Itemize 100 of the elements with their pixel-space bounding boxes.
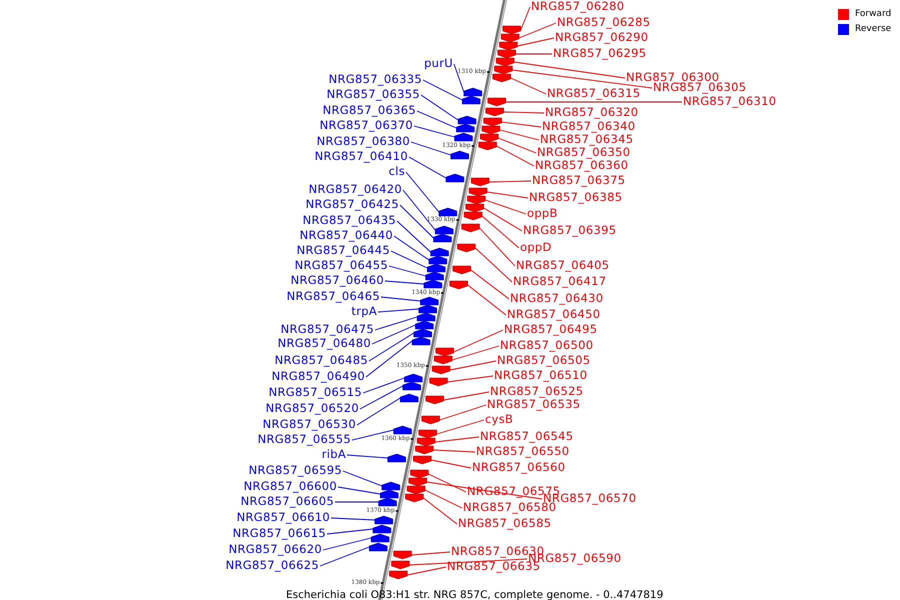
gene-glyph [478, 142, 497, 150]
gene-glyph [406, 486, 426, 494]
gene-label: NRG857_06380 [316, 134, 410, 148]
legend-label: Forward [855, 9, 892, 20]
gene-label: NRG857_06305 [653, 80, 746, 94]
leader-line [496, 146, 534, 166]
gene-glyph [413, 456, 432, 464]
gene-glyph [464, 88, 482, 96]
leader-line [322, 538, 372, 550]
leader-line [510, 78, 546, 94]
gene-label: NRG857_06515 [268, 386, 362, 398]
gene-label: NRG857_06460 [290, 274, 384, 286]
leader-line [356, 398, 401, 426]
gene-glyph [488, 98, 506, 106]
gene-glyph [391, 560, 410, 570]
gene-label: NRG857_06435 [302, 214, 396, 226]
leader-line [503, 112, 544, 114]
gene-glyph [402, 382, 421, 390]
gene-glyph [438, 208, 458, 216]
gene-glyph [370, 534, 390, 542]
gene-glyph [468, 188, 488, 196]
leader-line [402, 190, 436, 230]
gene-label: NRG857_06420 [308, 182, 402, 196]
leader-line [366, 340, 413, 378]
gene-glyph [410, 470, 429, 478]
leader-line [434, 436, 480, 442]
gene-glyph [428, 256, 448, 264]
gene-glyph [426, 396, 444, 404]
leader-line [414, 126, 455, 138]
gene-glyph [470, 178, 490, 186]
leader-line [443, 392, 490, 400]
leader-line [452, 346, 500, 360]
gene-label: NRG857_06545 [480, 430, 574, 442]
legend-label: Reverse [855, 24, 892, 35]
leader-line [408, 156, 446, 178]
leader-line [352, 430, 394, 440]
gene-glyph [480, 134, 499, 142]
gene-glyph [496, 58, 514, 66]
gene-label: NRG857_06615 [232, 526, 326, 540]
gene-glyph [416, 312, 436, 322]
gene-label: NRG857_06500 [500, 338, 594, 352]
leader-line [424, 490, 462, 508]
leader-line [346, 454, 388, 458]
gene-glyph [415, 446, 434, 454]
gene-label: trpA [351, 304, 377, 318]
gene-label: cls [388, 164, 405, 178]
gene-glyph [499, 42, 518, 50]
leader-line [432, 450, 476, 452]
gene-glyph [418, 304, 437, 314]
gene-glyph [430, 248, 449, 256]
gene-label: NRG857_06375 [532, 174, 626, 186]
gene-label: NRG857_06480 [278, 336, 371, 350]
gene-glyph [389, 570, 408, 580]
leader-line [388, 266, 426, 276]
gene-label: NRG857_06595 [248, 464, 342, 476]
gene-label: NRG857_06417 [513, 274, 606, 288]
gene-glyph [464, 212, 482, 220]
gene-glyph [368, 542, 388, 552]
leader-line [467, 284, 506, 316]
gene-label: NRG857_06300 [626, 70, 720, 84]
gene-label: NRG857_06290 [555, 30, 648, 44]
leader-line [453, 330, 504, 352]
gene-glyph [412, 336, 430, 346]
gene-glyph [434, 356, 452, 364]
gene-label: purU [424, 56, 453, 70]
gene-label: NRG857_06315 [547, 86, 640, 100]
gene-glyph [424, 280, 442, 288]
leader-line [411, 552, 450, 556]
gene-label: NRG857_06410 [314, 150, 408, 162]
gene-glyph [494, 66, 513, 74]
leader-line [483, 208, 522, 232]
gene-glyph [485, 108, 504, 116]
gene-glyph [418, 430, 437, 438]
gene-label: NRG857_06365 [322, 104, 416, 116]
leader-line [520, 6, 530, 30]
gene-glyph [425, 272, 444, 280]
leader-line [360, 386, 404, 410]
gene-glyph [404, 374, 423, 382]
gene-glyph [434, 226, 454, 234]
leader-line [439, 404, 486, 420]
gene-glyph [382, 482, 400, 490]
leader-line [514, 62, 626, 78]
gene-glyph [483, 118, 502, 126]
leader-line [338, 486, 381, 494]
gene-glyph [432, 366, 450, 374]
gene-label: NRG857_06405 [516, 258, 610, 272]
leader-line [518, 22, 556, 38]
leader-line [362, 378, 405, 394]
gene-label: NRG857_06475 [280, 322, 374, 336]
gene-label: NRG857_06430 [510, 292, 604, 304]
gene-label: NRG857_06345 [540, 132, 634, 146]
gene-glyph [502, 26, 521, 34]
leader-line [484, 200, 526, 214]
leader-line [342, 470, 382, 486]
gene-glyph [380, 490, 398, 498]
leader-line [436, 420, 484, 434]
leader-line [479, 228, 516, 266]
gene-label: NRG857_06625 [226, 558, 319, 572]
leader-line [409, 558, 528, 566]
gene-label: NRG857_06610 [236, 510, 330, 524]
